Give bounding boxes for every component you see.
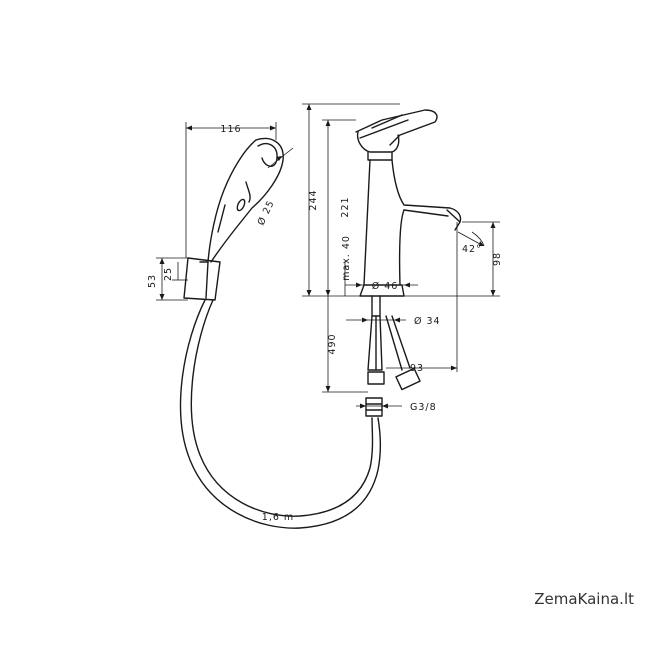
dim-25: 25 xyxy=(163,267,174,281)
dim-490: 490 xyxy=(327,333,338,354)
dim-max-40: max. 40 xyxy=(341,235,352,281)
dim-diameter-34: Ø 34 xyxy=(414,316,441,327)
dim-116: 116 xyxy=(220,124,241,135)
dim-244: 244 xyxy=(308,189,319,210)
dim-hose-length: 1,6 m xyxy=(262,512,294,523)
dim-diameter-46: Ø 46 xyxy=(372,281,399,292)
dim-thread-g38: G3/8 xyxy=(410,402,437,413)
dim-53: 53 xyxy=(147,274,158,288)
dim-93: 93 xyxy=(410,363,424,374)
faucet xyxy=(355,109,462,417)
dim-98: 98 xyxy=(492,252,503,266)
hose xyxy=(179,299,381,529)
dim-221: 221 xyxy=(340,196,351,217)
dim-angle-42: 42° xyxy=(462,244,482,255)
hand-shower xyxy=(183,137,284,301)
watermark: ZemaKaina.lt xyxy=(534,590,634,608)
dim-diameter-25: Ø 25 xyxy=(256,199,277,228)
